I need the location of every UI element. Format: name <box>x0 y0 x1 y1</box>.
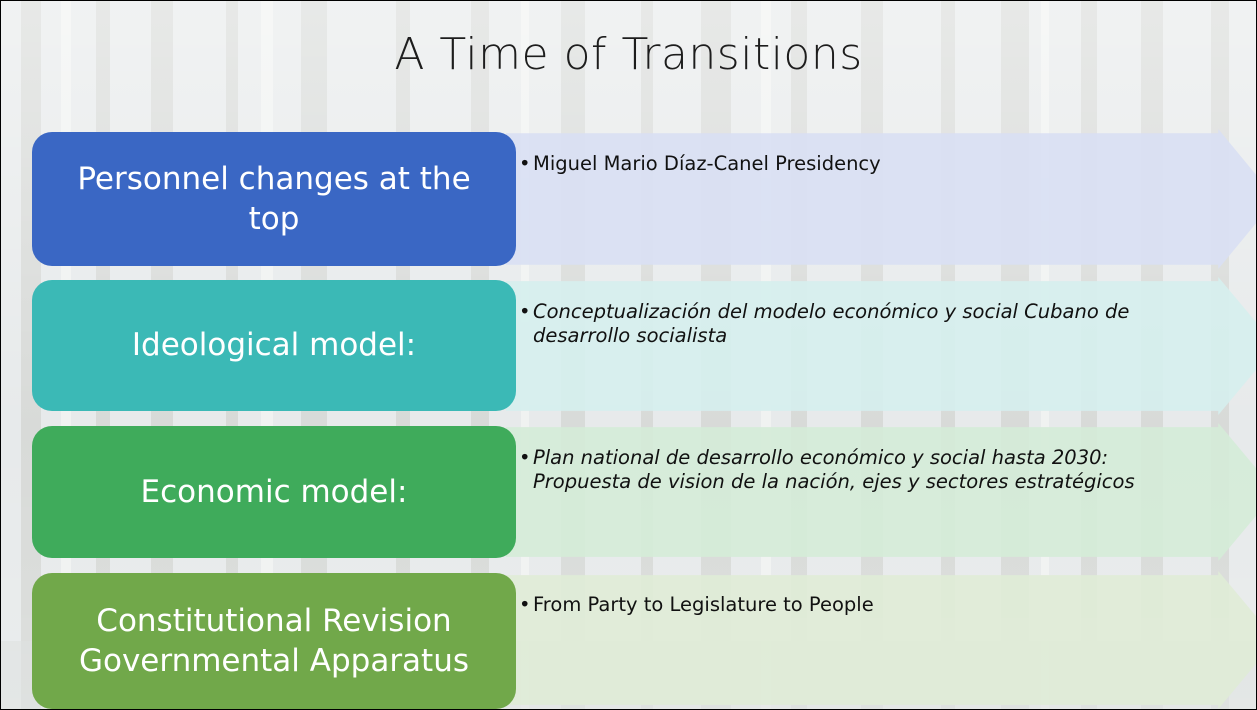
row-arrow <box>506 129 1256 269</box>
row-label: Economic model: <box>140 473 408 510</box>
row-label-box: Ideological model: <box>32 280 516 411</box>
bullet-dot-icon: • <box>519 593 531 616</box>
row-bullet: •From Party to Legislature to People <box>519 593 1199 617</box>
row-label: Personnel changes at the top <box>77 160 471 237</box>
row-bullet-text: From Party to Legislature to People <box>533 593 874 616</box>
row-label-box: Personnel changes at the top <box>32 132 516 266</box>
row-bullet: •Conceptualización del modelo económico … <box>519 300 1199 349</box>
bullet-dot-icon: • <box>519 300 531 323</box>
row-arrow <box>506 423 1256 561</box>
slide-title: A Time of Transitions <box>394 29 863 80</box>
row-bullet-text: Plan national de desarrollo económico y … <box>533 446 1135 494</box>
row-bullet: •Plan national de desarrollo económico y… <box>519 446 1199 495</box>
row-bullet-text: Conceptualización del modelo económico y… <box>533 300 1130 348</box>
row-arrow <box>506 571 1256 709</box>
row-arrow <box>506 277 1256 415</box>
row-label: Constitutional Revision Governmental App… <box>78 602 470 679</box>
row-bullet-text: Miguel Mario Díaz-Canel Presidency <box>533 152 881 175</box>
bullet-dot-icon: • <box>519 446 531 469</box>
row-label: Ideological model: <box>131 327 417 364</box>
bullet-dot-icon: • <box>519 152 531 175</box>
row-label-box: Economic model: <box>32 426 516 558</box>
row-bullet: •Miguel Mario Díaz-Canel Presidency <box>519 152 1199 176</box>
row-label-box: Constitutional Revision Governmental App… <box>32 573 516 709</box>
